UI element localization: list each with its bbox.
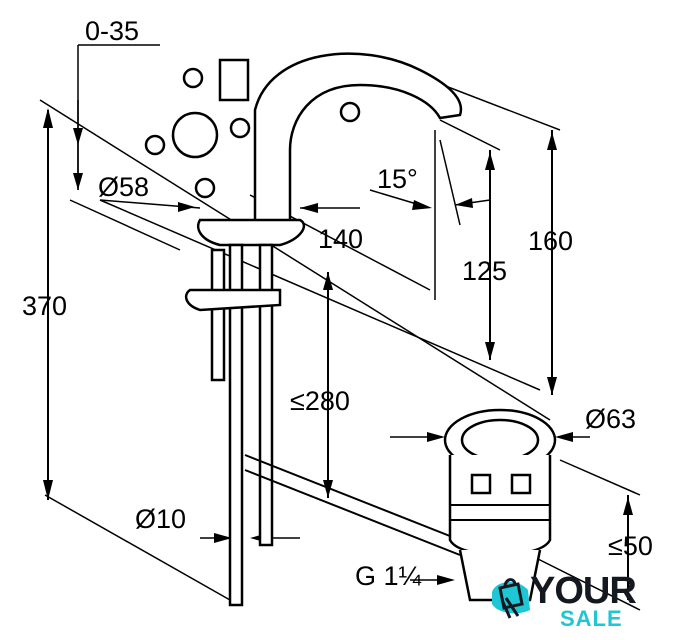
dim-offset-range: 0-35 xyxy=(85,16,139,46)
shopping-bag-hand-icon xyxy=(492,578,530,619)
dim-thread: G 1¼ xyxy=(355,561,422,591)
dim-spout-height: 125 xyxy=(462,256,507,286)
dim-total-spout-height: 160 xyxy=(528,226,573,256)
dim-spout-angle: 15° xyxy=(377,164,418,194)
dim-waste-height: ≤50 xyxy=(608,531,653,561)
dim-pipe-diameter: Ø10 xyxy=(135,504,186,534)
dim-waste-diameter: Ø63 xyxy=(585,404,636,434)
dim-rosette-diameter: Ø58 xyxy=(98,172,149,202)
dim-max-deck: ≤280 xyxy=(290,386,350,416)
pop-up-waste xyxy=(443,408,557,602)
logo-text-sale: SALE xyxy=(560,606,623,631)
faucet-body xyxy=(144,52,463,607)
dim-spout-reach: 140 xyxy=(318,224,363,254)
your-sale-logo: YOUR SALE xyxy=(488,570,648,632)
dim-total-height: 370 xyxy=(22,291,67,321)
logo-text-your: YOUR xyxy=(530,570,637,612)
